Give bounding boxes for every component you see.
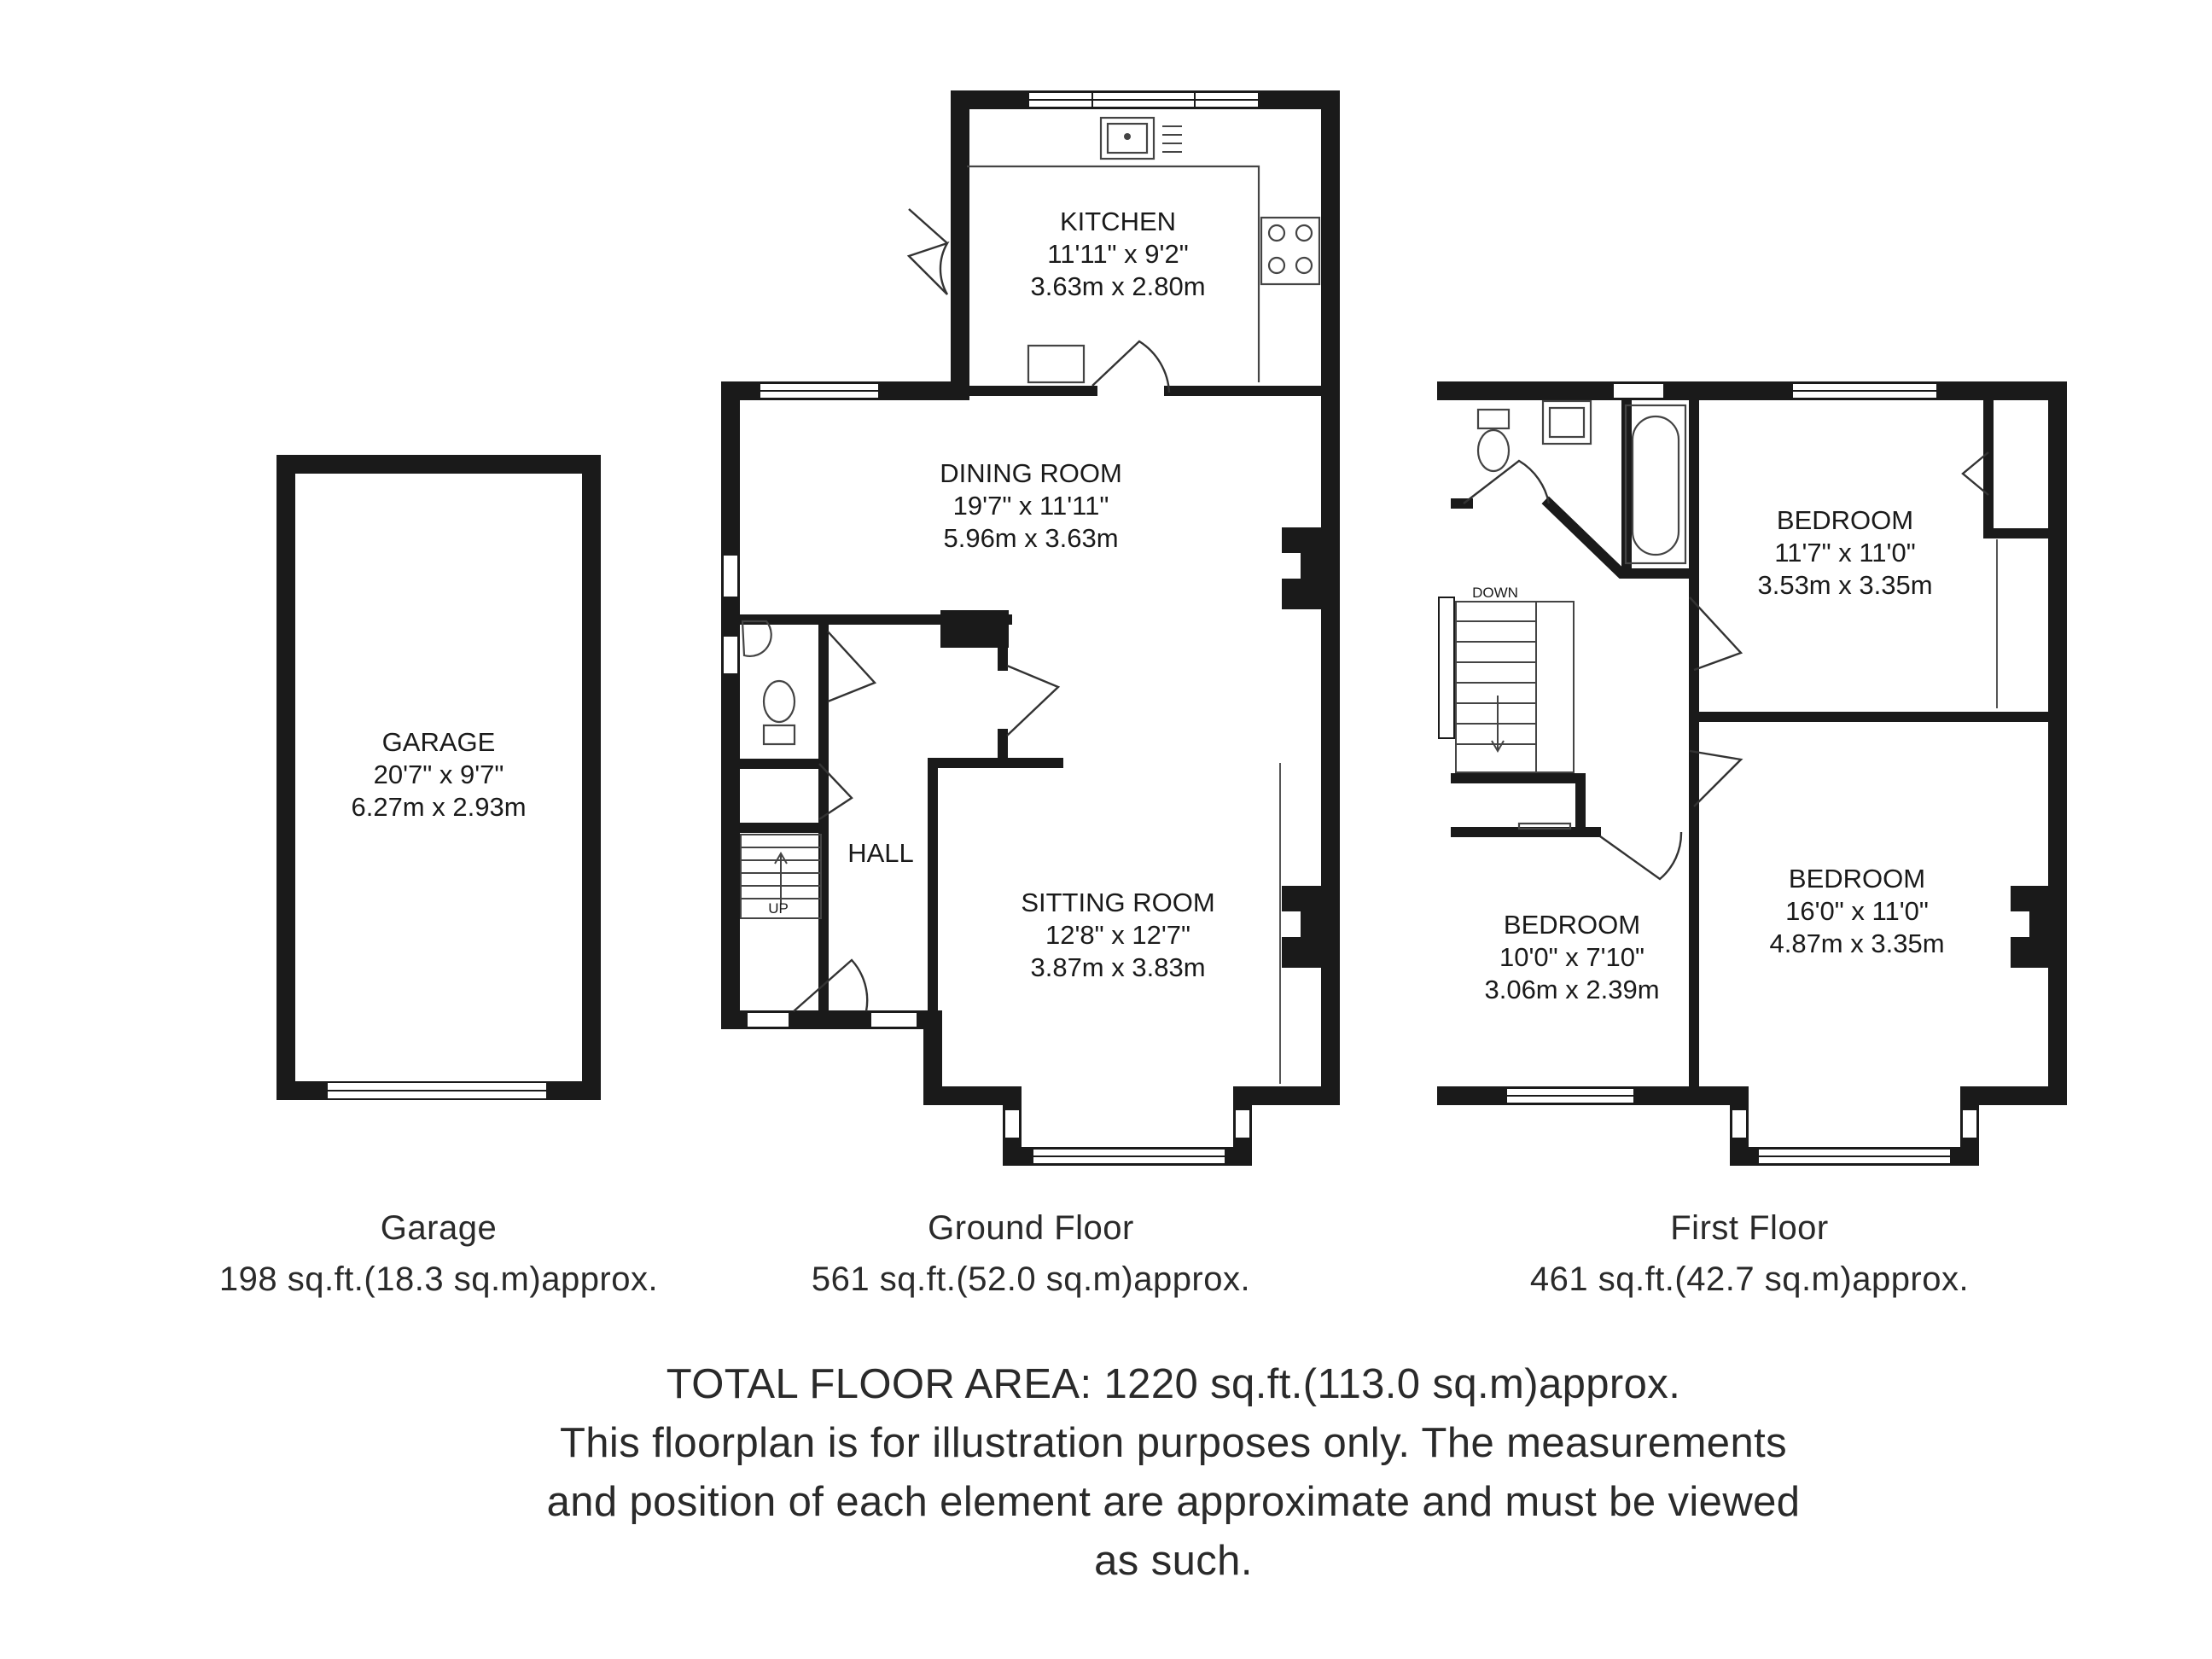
sitting-room-size-imperial: 12'8" x 12'7" <box>1045 920 1190 950</box>
stairs-up-label: UP <box>768 900 789 917</box>
kitchen-size-metric: 3.63m x 2.80m <box>1030 271 1205 301</box>
kitchen-label: KITCHEN 11'11" x 9'2" 3.63m x 2.80m <box>1030 207 1205 301</box>
bedroom-2-size-metric: 4.87m x 3.35m <box>1769 928 1944 958</box>
bedroom-2-size-imperial: 16'0" x 11'0" <box>1785 896 1929 926</box>
first-floor-plan <box>1437 381 2067 1166</box>
garage-size-metric: 6.27m x 2.93m <box>351 792 526 822</box>
bedroom-1-label: BEDROOM 11'7" x 11'0" 3.53m x 3.35m <box>1757 505 1932 600</box>
sitting-room-label: SITTING ROOM 12'8" x 12'7" 3.87m x 3.83m <box>1021 888 1214 982</box>
first-floor-area: 461 sq.ft.(42.7 sq.m)approx. <box>1530 1260 1969 1298</box>
ground-floor-area: 561 sq.ft.(52.0 sq.m)approx. <box>812 1260 1250 1298</box>
ground-floor-plan <box>721 90 1340 1166</box>
disclaimer-line-3: as such. <box>1094 1538 1253 1584</box>
bedroom-3-size-imperial: 10'0" x 7'10" <box>1499 942 1644 972</box>
bedroom-3-label: BEDROOM 10'0" x 7'10" 3.06m x 2.39m <box>1484 910 1659 1004</box>
bedroom-2-label: BEDROOM 16'0" x 11'0" 4.87m x 3.35m <box>1769 864 1944 958</box>
disclaimer-line-1: This floorplan is for illustration purpo… <box>559 1420 1788 1466</box>
kitchen-name: KITCHEN <box>1060 207 1176 236</box>
total-floor-area: TOTAL FLOOR AREA: 1220 sq.ft.(113.0 sq.m… <box>666 1361 1681 1407</box>
sitting-room-size-metric: 3.87m x 3.83m <box>1030 952 1205 982</box>
disclaimer-line-2: and position of each element are approxi… <box>546 1479 1801 1525</box>
first-floor-label: First Floor <box>1670 1209 1829 1247</box>
sitting-room-name: SITTING ROOM <box>1021 888 1214 917</box>
garage-label: GARAGE 20'7" x 9'7" 6.27m x 2.93m <box>351 727 526 822</box>
bedroom-1-name: BEDROOM <box>1777 505 1913 535</box>
hall-name: HALL <box>847 838 914 868</box>
garage-size-imperial: 20'7" x 9'7" <box>374 760 504 789</box>
garage-floor-label: Garage <box>381 1209 497 1247</box>
bedroom-1-size-metric: 3.53m x 3.35m <box>1757 570 1932 600</box>
garage-plan <box>276 455 601 1100</box>
bedroom-1-size-imperial: 11'7" x 11'0" <box>1774 538 1915 568</box>
dining-room-size-imperial: 19'7" x 11'11" <box>953 491 1109 521</box>
ground-floor-label: Ground Floor <box>928 1209 1134 1247</box>
bedroom-3-size-metric: 3.06m x 2.39m <box>1484 975 1659 1004</box>
bedroom-3-name: BEDROOM <box>1504 910 1640 940</box>
bedroom-2-name: BEDROOM <box>1789 864 1925 894</box>
dining-room-size-metric: 5.96m x 3.63m <box>943 523 1118 553</box>
garage-floor-area: 198 sq.ft.(18.3 sq.m)approx. <box>219 1260 658 1298</box>
disclaimer-block: TOTAL FLOOR AREA: 1220 sq.ft.(113.0 sq.m… <box>341 1355 2005 1591</box>
garage-name: GARAGE <box>382 727 496 757</box>
kitchen-size-imperial: 11'11" x 9'2" <box>1047 239 1188 269</box>
dining-room-label: DINING ROOM 19'7" x 11'11" 5.96m x 3.63m <box>940 458 1122 553</box>
dining-room-name: DINING ROOM <box>940 458 1122 488</box>
stairs-down-label: DOWN <box>1472 585 1518 601</box>
